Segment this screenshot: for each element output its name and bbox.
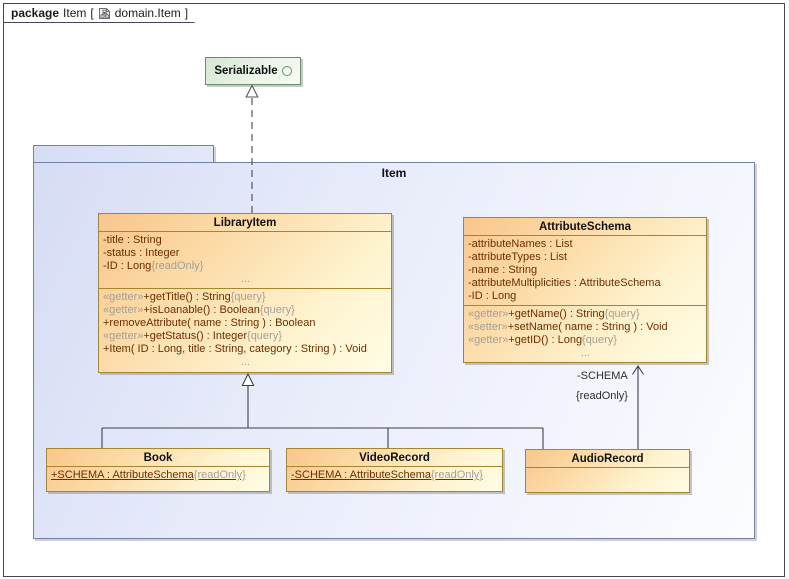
class-attributeschema[interactable]: AttributeSchema -attributeNames : List-a…: [463, 217, 707, 363]
class-serializable[interactable]: Serializable: [205, 57, 301, 85]
frame-bracket-open: [: [90, 6, 94, 20]
member-line: -SCHEMA : AttributeSchema{readOnly}: [291, 469, 483, 481]
attributes-compartment: -title : String-status : Integer-ID : Lo…: [99, 232, 391, 289]
member-line: ...: [240, 273, 251, 285]
operations-compartment: «getter»+getName() : String{query}«sette…: [464, 306, 706, 363]
member-line: ...: [580, 347, 591, 359]
package-item-tab[interactable]: [33, 145, 214, 163]
member-line: -attributeMultiplicities : AttributeSche…: [468, 277, 661, 289]
member-line: -attributeNames : List: [468, 238, 573, 250]
member-line: -title : String: [103, 234, 162, 246]
member-line: -ID : Long{readOnly}: [103, 260, 204, 272]
empty-compartment: [526, 468, 689, 493]
class-audiorecord[interactable]: AudioRecord: [525, 449, 690, 493]
class-libraryitem[interactable]: LibraryItem -title : String-status : Int…: [98, 213, 392, 373]
frame-bracket-close: ]: [184, 6, 189, 20]
member-line: «getter»+getStatus() : Integer{query}: [103, 330, 282, 342]
member-line: +Item( ID : Long, title : String, catego…: [103, 343, 367, 355]
association-role-label: -SCHEMA: [577, 370, 628, 382]
member-line: -name : String: [468, 264, 538, 276]
attributes-compartment: +SCHEMA : AttributeSchema{readOnly}: [47, 467, 269, 492]
interface-ball-icon: [281, 66, 292, 76]
class-title: LibraryItem: [99, 214, 391, 232]
member-line: «getter»+isLoanable() : Boolean{query}: [103, 304, 295, 316]
attributes-compartment: -attributeNames : List-attributeTypes : …: [464, 236, 706, 306]
frame-keyword: package: [11, 6, 60, 20]
operations-compartment: «getter»+getTitle() : String{query}«gett…: [99, 289, 391, 373]
class-title: AudioRecord: [526, 450, 689, 468]
class-title: AttributeSchema: [464, 218, 706, 236]
member-line: -ID : Long: [468, 290, 517, 302]
member-line: +SCHEMA : AttributeSchema{readOnly}: [51, 469, 246, 481]
class-title: Book: [47, 449, 269, 467]
frame-package-name: Item: [63, 6, 87, 20]
diagram-frame: [3, 3, 785, 577]
serializable-name: Serializable: [214, 65, 278, 77]
frame-diagram-name: domain.Item: [114, 6, 181, 20]
member-line: «setter»+setName( name : String ) : Void: [468, 321, 668, 333]
member-line: +removeAttribute( name : String ) : Bool…: [103, 317, 316, 329]
class-diagram-icon: [98, 7, 111, 20]
package-item-name: Item: [381, 166, 407, 180]
association-tag-label: {readOnly}: [576, 390, 628, 402]
class-title: VideoRecord: [287, 449, 502, 467]
member-line: ...: [240, 356, 251, 368]
diagram-frame-header[interactable]: package Item [ domain.Item ]: [4, 4, 202, 23]
attributes-compartment: -SCHEMA : AttributeSchema{readOnly}: [287, 467, 502, 492]
member-line: «getter»+getTitle() : String{query}: [103, 291, 266, 303]
member-line: -attributeTypes : List: [468, 251, 568, 263]
member-line: -status : Integer: [103, 247, 180, 259]
class-book[interactable]: Book +SCHEMA : AttributeSchema{readOnly}: [46, 448, 270, 492]
member-line: «getter»+getID() : Long{query}: [468, 334, 617, 346]
class-videorecord[interactable]: VideoRecord -SCHEMA : AttributeSchema{re…: [286, 448, 503, 492]
member-line: «getter»+getName() : String{query}: [468, 308, 640, 320]
